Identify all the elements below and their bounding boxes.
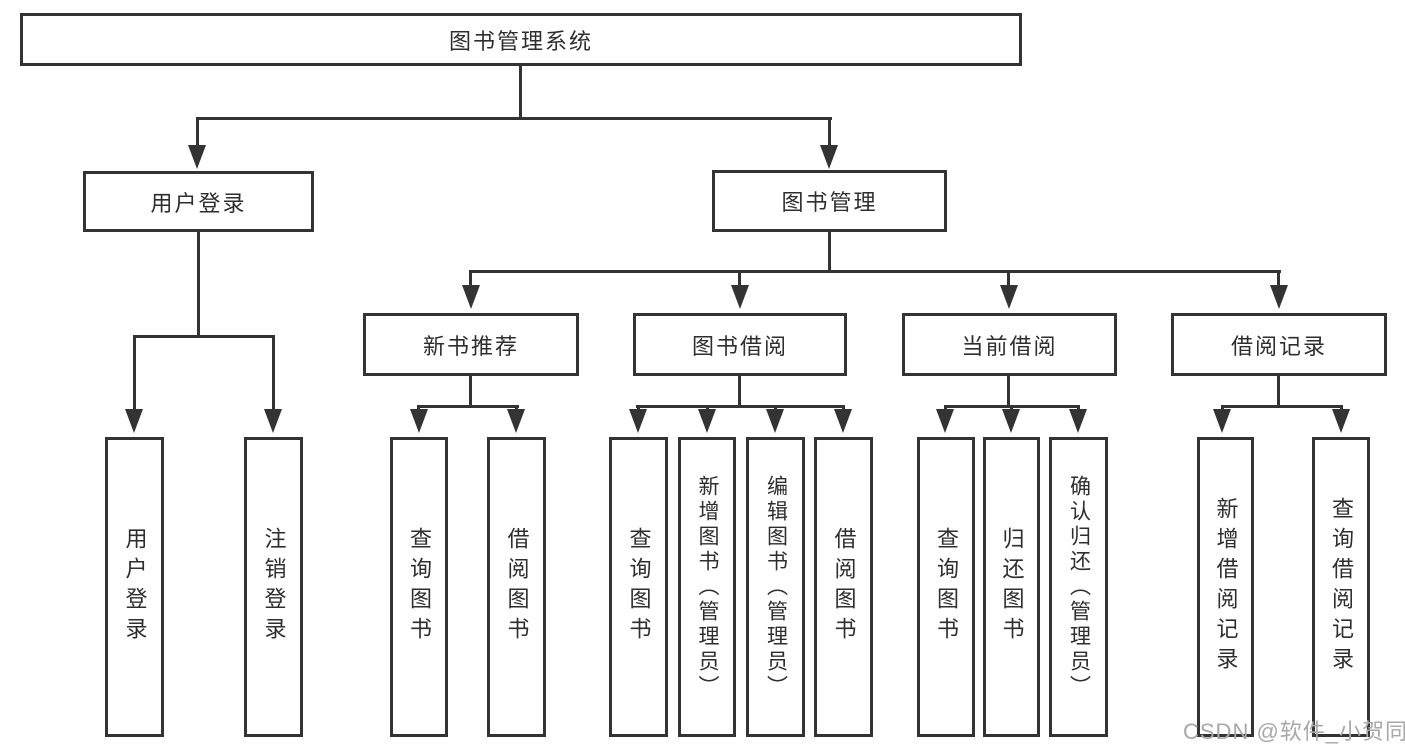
arrow-down-icon (1332, 409, 1350, 433)
node-borrow-record: 借阅记录 (1171, 313, 1387, 376)
connector-current-stem (1007, 270, 1010, 288)
arrow-down-icon (188, 145, 206, 169)
connector-bookmgmt-down (828, 231, 831, 273)
arrow-down-icon (1002, 409, 1020, 433)
connector-newbook-down (469, 376, 472, 407)
leaf-newbook-query-label: 查询图书 (407, 527, 432, 647)
arrow-down-icon (264, 409, 282, 433)
arrow-down-icon (1213, 409, 1231, 433)
arrow-down-icon (820, 145, 838, 169)
connector-borrow-down (738, 376, 741, 407)
leaf-logout: 注销登录 (244, 437, 303, 737)
leaf-borrow-edit-admin: 编辑图书（管理员） (746, 437, 805, 737)
node-book-mgmt: 图书管理 (712, 170, 947, 232)
leaf-newbook-borrow-label: 借阅图书 (504, 527, 530, 647)
connector-level1-hline (196, 117, 832, 120)
leaf-borrow-add-admin-label: 新增图书（管理员） (696, 474, 719, 700)
leaf-user-login: 用户登录 (105, 437, 164, 737)
connector-userlogin-leaf2-stem (272, 335, 275, 410)
arrow-down-icon (410, 409, 428, 433)
connector-record-stem (1277, 270, 1280, 288)
node-book-borrow-label: 图书借阅 (691, 333, 788, 359)
node-book-mgmt-label: 图书管理 (781, 190, 878, 215)
leaf-current-query-label: 查询图书 (934, 527, 959, 647)
arrow-down-icon (834, 409, 852, 433)
arrow-down-icon (507, 409, 525, 433)
arrow-down-icon (698, 409, 716, 433)
arrow-down-icon (1000, 285, 1018, 309)
arrow-down-icon (125, 409, 143, 433)
leaf-borrow-edit-admin-label: 编辑图书（管理员） (764, 474, 788, 700)
connector-borrow-hline (636, 405, 845, 408)
connector-newbook-hline (417, 405, 519, 408)
leaf-newbook-borrow: 借阅图书 (487, 437, 546, 737)
connector-root-stem (519, 66, 522, 119)
leaf-current-confirm-admin: 确认归还（管理员） (1049, 437, 1108, 737)
connector-userlogin-stem (196, 117, 199, 147)
node-new-book-label: 新书推荐 (422, 333, 519, 359)
leaf-current-confirm-admin-label: 确认归还（管理员） (1067, 474, 1091, 700)
leaf-current-query: 查询图书 (917, 437, 975, 737)
connector-bookmgmt-stem (828, 117, 831, 147)
leaf-borrow-borrow-label: 借阅图书 (831, 527, 857, 647)
connector-current-down (1007, 376, 1010, 407)
node-current-borrow: 当前借阅 (902, 313, 1117, 376)
leaf-record-query-label: 查询借阅记录 (1329, 497, 1354, 677)
node-user-login: 用户登录 (83, 171, 314, 232)
connector-level2-hline (470, 270, 1281, 273)
arrow-down-icon (766, 409, 784, 433)
node-new-book-recommend: 新书推荐 (363, 313, 579, 376)
leaf-borrow-query: 查询图书 (609, 437, 668, 737)
arrow-down-icon (1270, 285, 1288, 309)
node-borrow-record-label: 借阅记录 (1230, 333, 1327, 359)
connector-newbook-stem (469, 270, 472, 288)
arrow-down-icon (1069, 409, 1087, 433)
arrow-down-icon (936, 409, 954, 433)
leaf-newbook-query: 查询图书 (390, 437, 448, 737)
leaf-logout-label: 注销登录 (261, 527, 287, 647)
node-root-system: 图书管理系统 (20, 13, 1022, 66)
csdn-watermark: CSDN @软件_小贺同学 (1183, 719, 1405, 744)
node-current-borrow-label: 当前借阅 (961, 333, 1058, 359)
connector-borrow-stem (738, 270, 741, 288)
leaf-record-add-label: 新增借阅记录 (1213, 497, 1239, 677)
leaf-record-add: 新增借阅记录 (1197, 437, 1254, 737)
arrow-down-icon (731, 285, 749, 309)
leaf-borrow-add-admin: 新增图书（管理员） (678, 437, 736, 737)
leaf-user-login-label: 用户登录 (122, 527, 148, 647)
leaf-current-return-label: 归还图书 (999, 527, 1025, 647)
connector-userlogin-down (197, 232, 200, 338)
connector-userlogin-leaf1-stem (133, 335, 136, 410)
arrow-down-icon (629, 409, 647, 433)
connector-record-hline (1221, 405, 1343, 408)
connector-record-down (1277, 376, 1280, 407)
node-root-label: 图书管理系统 (448, 28, 593, 54)
leaf-borrow-query-label: 查询图书 (626, 527, 652, 647)
leaf-record-query: 查询借阅记录 (1312, 437, 1370, 737)
leaf-current-return: 归还图书 (983, 437, 1040, 737)
leaf-borrow-borrow: 借阅图书 (814, 437, 873, 737)
node-book-borrow: 图书借阅 (633, 313, 847, 376)
arrow-down-icon (462, 285, 480, 309)
connector-userlogin-hline (133, 335, 275, 338)
node-user-login-label: 用户登录 (150, 190, 247, 216)
